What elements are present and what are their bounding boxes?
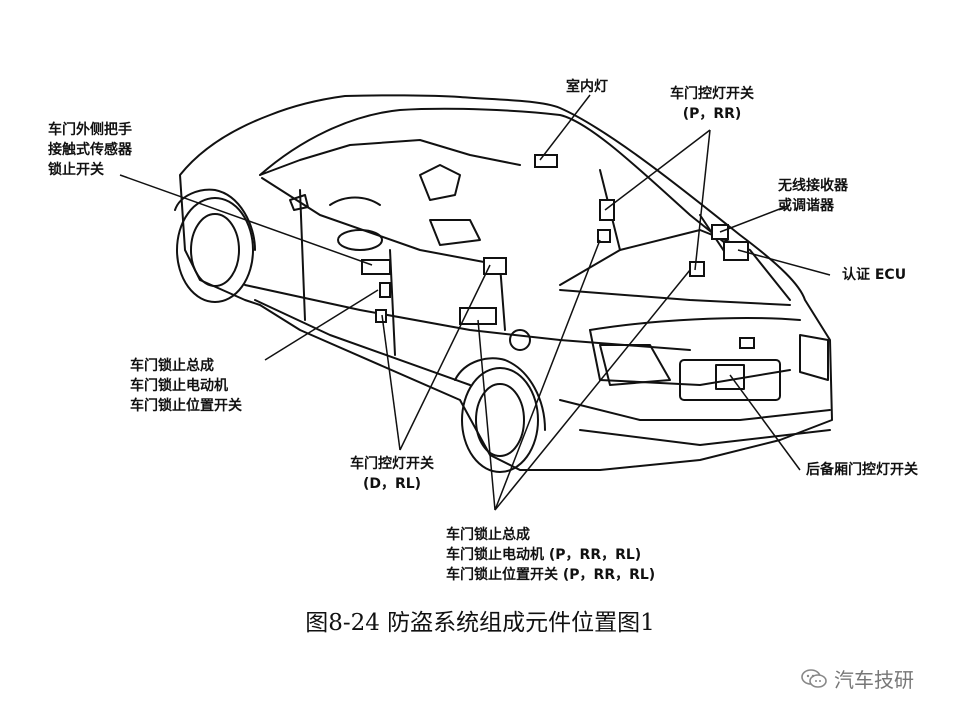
figure-caption: 图8-24 防盗系统组成元件位置图1 bbox=[305, 610, 655, 636]
label-wireless-receiver: 无线接收器 或调谐器 bbox=[778, 178, 848, 214]
label-door-lock-assembly-front: 车门锁止总成 车门锁止电动机 车门锁止位置开关 bbox=[130, 358, 242, 414]
label-luggage-courtesy-switch: 后备厢门控灯开关 bbox=[806, 462, 918, 478]
label-dome-light: 室内灯 bbox=[566, 79, 608, 95]
label-door-lock-assembly-rear: 车门锁止总成 车门锁止电动机 (P，RR，RL) 车门锁止位置开关 (P，RR，… bbox=[446, 527, 656, 583]
leader-lines bbox=[119, 94, 831, 511]
wechat-icon bbox=[801, 668, 827, 688]
label-outside-handle-sensor: 车门外侧把手 接触式传感器 锁止开关 bbox=[48, 122, 132, 178]
watermark-text: 汽车技研 bbox=[834, 668, 914, 692]
car-outline bbox=[174, 94, 833, 473]
label-door-courtesy-switch-left: 车门控灯开关 (D，RL) bbox=[350, 456, 434, 492]
label-auth-ecu: 认证 ECU bbox=[842, 267, 907, 283]
watermark: 汽车技研 bbox=[800, 664, 914, 693]
label-door-courtesy-switch-right: 车门控灯开关 (P，RR) bbox=[670, 86, 754, 122]
